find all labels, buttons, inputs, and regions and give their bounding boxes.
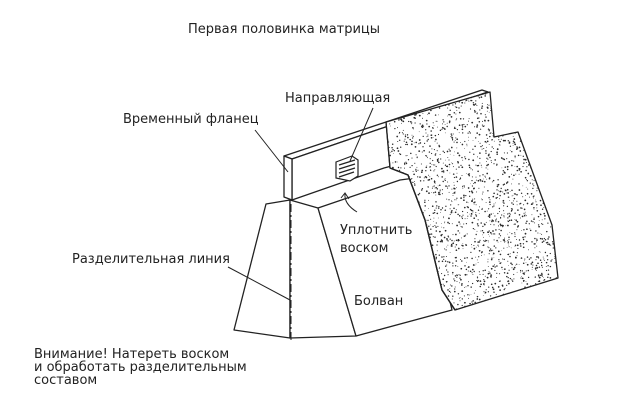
flange-end-face — [283, 155, 293, 201]
note-line1: Внимание! Натереть воском — [34, 347, 230, 362]
parting-line-label: Разделительная линия — [72, 252, 230, 267]
warning-note: Внимание! Натереть воском и обработать р… — [34, 348, 247, 387]
plug-body — [233, 177, 453, 339]
note-line2: и обработать разделительным — [34, 360, 247, 375]
diagram-title: Первая половинка матрицы — [188, 22, 381, 37]
plug-label: Болван — [354, 294, 404, 309]
seal-arrow — [344, 193, 358, 213]
parting-leader — [227, 266, 291, 301]
note-line3: составом — [34, 373, 98, 388]
seal-label-line1: Уплотнить — [340, 223, 413, 238]
guide-label: Направляющая — [285, 91, 391, 106]
seal-with-wax-label: Уплотнить воском — [340, 222, 412, 258]
seal-label-line2: воском — [340, 241, 389, 256]
flange-leader — [254, 129, 289, 173]
leader-lines — [227, 107, 374, 301]
guide-leader — [349, 107, 374, 162]
plug-left-face — [233, 199, 291, 339]
flange-label: Временный фланец — [123, 112, 259, 127]
seal-arrowhead — [340, 192, 350, 200]
